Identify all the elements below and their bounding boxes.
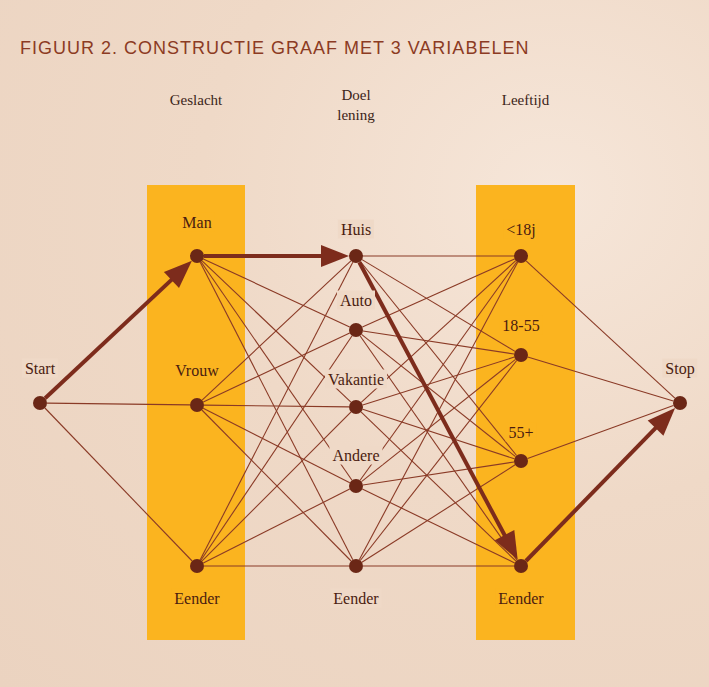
graph-node: Huis: [349, 249, 363, 263]
graph-node: Man: [190, 249, 204, 263]
label-wrap: Stop: [662, 359, 697, 378]
node-label: 18-55: [499, 316, 542, 335]
node-label: Stop: [662, 359, 697, 378]
node-label: 55+: [505, 423, 536, 442]
graph-node: Eender: [514, 559, 528, 573]
graph-node: Auto: [349, 323, 363, 337]
graph-node: 55+: [514, 454, 528, 468]
node-label: Start: [22, 359, 58, 378]
column-heading: Doel lening: [325, 85, 387, 125]
graph-node: <18j: [514, 249, 528, 263]
label-wrap: Man: [179, 213, 214, 232]
label-wrap: Eender: [330, 589, 381, 608]
node-label: <18j: [503, 220, 538, 239]
node-label: Vrouw: [172, 361, 221, 380]
column-heading: Leeftijd: [502, 90, 549, 110]
variable-band: Leeftijd<18j18-5555+Eender: [476, 185, 575, 640]
node-label: Eender: [495, 589, 546, 608]
label-wrap: Huis: [338, 220, 374, 239]
label-wrap: Start: [22, 359, 58, 378]
figure-title: FIGUUR 2. CONSTRUCTIE GRAAF MET 3 VARIAB…: [20, 38, 529, 59]
label-wrap: Auto: [337, 291, 375, 310]
edge-line: [363, 255, 514, 256]
node-label: Man: [179, 213, 214, 232]
heading-wrap: Leeftijd: [502, 90, 549, 110]
graph-edge: [204, 566, 349, 567]
label-wrap: 18-55: [499, 316, 542, 335]
graph-node: Vrouw: [190, 398, 204, 412]
label-wrap: Vrouw: [172, 361, 221, 380]
node-label: Eender: [171, 589, 222, 608]
graph-node: Vakantie: [349, 400, 363, 414]
heading-wrap: Geslacht: [170, 90, 222, 110]
graph-node: Start: [33, 396, 47, 410]
graph-edge: [363, 256, 514, 257]
node-label: Huis: [338, 220, 374, 239]
graph-node: Eender: [349, 559, 363, 573]
label-wrap: <18j: [503, 220, 538, 239]
label-wrap: Eender: [495, 589, 546, 608]
column-heading: Geslacht: [170, 90, 222, 110]
graph-edge: [363, 566, 514, 567]
label-wrap: Eender: [171, 589, 222, 608]
graph-node: 18-55: [514, 348, 528, 362]
label-wrap: Vakantie: [325, 370, 387, 389]
variable-band: GeslachtManVrouwEender: [147, 185, 245, 640]
graph-node: Stop: [673, 396, 687, 410]
arrowhead: [321, 245, 349, 267]
label-wrap: 55+: [505, 423, 536, 442]
edge-line: [204, 254, 324, 258]
node-label: Andere: [329, 446, 382, 465]
node-label: Vakantie: [325, 370, 387, 389]
node-label: Eender: [330, 589, 381, 608]
edge-line: [204, 565, 349, 566]
arrowhead: [648, 408, 675, 436]
label-wrap: Andere: [329, 446, 382, 465]
edge-line: [363, 565, 514, 566]
graph-node: Andere: [349, 479, 363, 493]
node-label: Auto: [337, 291, 375, 310]
graph-node: Eender: [190, 559, 204, 573]
